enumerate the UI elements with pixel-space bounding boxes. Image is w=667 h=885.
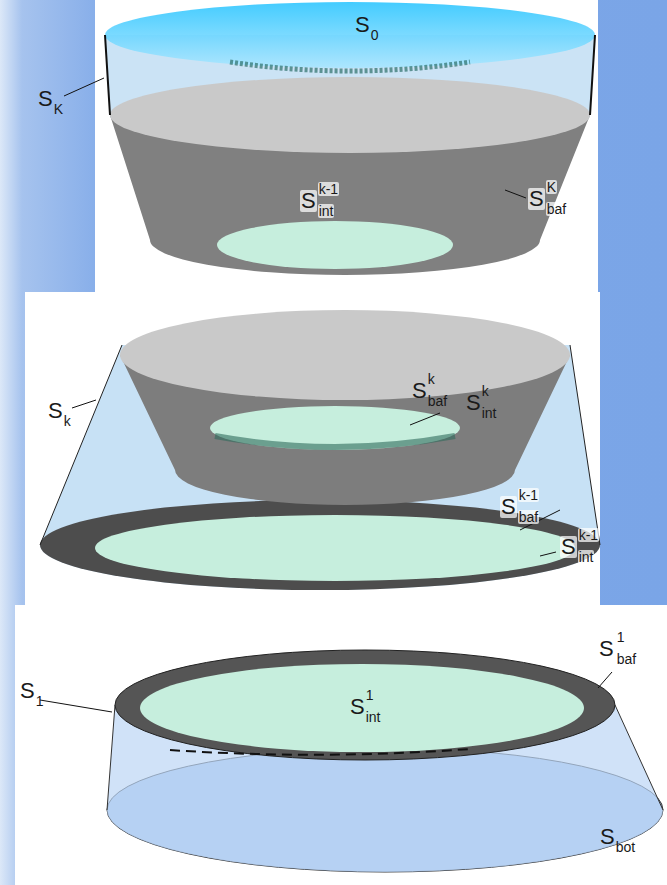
symbol-subscript: k (64, 414, 71, 428)
symbol-subscript: baf (616, 652, 637, 666)
side-edge (107, 705, 115, 810)
symbol-base: S (300, 190, 317, 212)
symbol-superscript: k-1 (578, 528, 599, 542)
interface-surface (95, 515, 575, 581)
leader-line (540, 552, 556, 556)
symbol-base: S (48, 400, 63, 422)
symbol-superscript: k (482, 384, 489, 398)
baffle-top (120, 310, 570, 400)
surface-label: S1 baf (598, 630, 640, 672)
symbol-base: S (598, 638, 615, 660)
surface-label: S1 int (350, 688, 383, 730)
symbol-superscript: k (428, 372, 435, 386)
surface-label: Sk-1 int (560, 528, 602, 570)
symbol-subscript: baf (518, 510, 539, 524)
interface-surface (140, 664, 584, 752)
symbol-base: S (20, 680, 35, 702)
surface-label: Sk int (466, 384, 499, 426)
surface-label: S0 (355, 6, 381, 48)
leader-line (72, 400, 96, 408)
hidden-edge (230, 62, 470, 71)
symbol-base: S (500, 496, 517, 518)
leader-line (410, 413, 440, 425)
inner-shadow (215, 436, 455, 447)
surface-label: Sk baf (412, 372, 450, 414)
panel (15, 605, 667, 885)
leader-line (598, 672, 612, 688)
surface-label: SK (38, 80, 66, 122)
symbol-base: S (600, 826, 615, 848)
surface-label: S1 (20, 672, 46, 714)
symbol-subscript: 0 (371, 28, 379, 42)
symbol-subscript: bot (616, 840, 635, 854)
symbol-superscript: k-1 (318, 182, 339, 196)
panel (95, 0, 598, 292)
side-edge (40, 345, 122, 545)
symbol-base: S (528, 188, 545, 210)
symbol-subscript: int (482, 406, 497, 420)
interface-surface (210, 406, 460, 450)
symbol-base: S (38, 88, 53, 110)
top-surface (105, 2, 595, 68)
symbol-base: S (355, 14, 370, 36)
symbol-subscript: 1 (36, 694, 44, 708)
interface-surface (217, 221, 453, 269)
symbol-subscript: baf (546, 202, 567, 216)
surface-label: SKbaf (528, 180, 570, 222)
symbol-base: S (412, 380, 427, 402)
surface-label: Sbot (600, 818, 638, 860)
symbol-superscript: 1 (366, 688, 374, 702)
leader-line (505, 190, 526, 198)
baffle-ring (115, 650, 615, 760)
side-edge (615, 705, 663, 810)
symbol-subscript: int (318, 204, 335, 218)
symbol-base: S (466, 392, 481, 414)
symbol-base: S (350, 696, 365, 718)
surface-label: Sk-1 int (300, 182, 342, 224)
symbol-superscript: k-1 (518, 488, 539, 502)
symbol-subscript: K (54, 102, 63, 116)
symbol-subscript: int (578, 550, 595, 564)
side-edge (590, 35, 595, 115)
surface-label: Sk (48, 392, 73, 434)
symbol-superscript: K (546, 180, 557, 194)
baffle-top (110, 77, 590, 153)
symbol-superscript: 1 (616, 630, 626, 644)
leader-line (64, 78, 104, 96)
panel (25, 292, 600, 605)
symbol-subscript: int (366, 710, 381, 724)
leader-line (40, 700, 112, 712)
surface-label: Sk-1 baf (500, 488, 542, 530)
side-edge (105, 35, 110, 115)
hidden-edge (170, 749, 470, 755)
side-edge (570, 345, 600, 545)
symbol-subscript: baf (428, 394, 447, 408)
symbol-base: S (560, 536, 577, 558)
